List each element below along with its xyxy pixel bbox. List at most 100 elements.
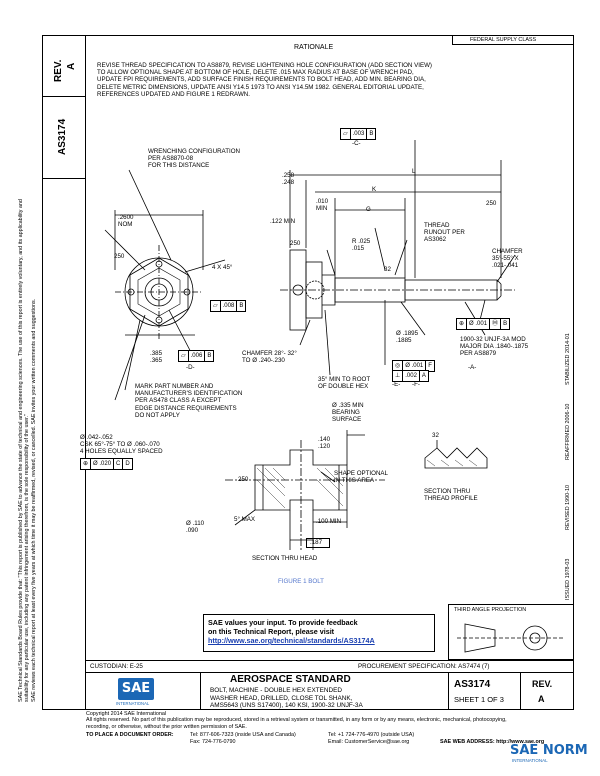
datum-letter: C [354,140,359,147]
figure-caption: FIGURE 1 BOLT [278,578,324,585]
third-angle-label: THIRD ANGLE PROJECTION [454,607,527,613]
feedback-link[interactable]: http://www.sae.org/technical/standards/A… [208,636,375,645]
note-line: IN THIS AREA [334,477,375,485]
radius-note: R .025 .015 [352,238,370,252]
thread-profile [424,447,488,469]
sae-logo-sub: INTERNATIONAL [116,701,150,706]
note-line: 4 HOLES EQUALLY SPACED [80,448,163,456]
note-line: WRENCHING CONFIGURATION [148,148,241,155]
note-line: CHAMFER [492,248,523,255]
note-line: TO Ø .240-.230 [242,357,285,365]
dim-G: G [366,206,371,213]
side-legal-text: SAE Technical Standards Board Rules prov… [18,199,31,702]
revised-stamp: REVISED 1990-10 [565,485,571,530]
dim-line: MIN [316,205,328,213]
feedback-line: on this Technical Report, please visit [208,627,335,636]
rationale-line: REVISE THREAD SPECIFICATION TO AS8879, R… [97,62,432,69]
dim-L: L [412,168,416,175]
title-doc-number: AS3174 [454,679,491,690]
footer-rights: recording, or otherwise, without the pri… [86,723,247,730]
sae-logo: SAE [118,678,154,700]
note-line: CHAMFER 28°- 32° [242,350,297,357]
footer-copyright: Copyright 2014 SAE International [86,711,167,717]
note-line: CSK 65°-75° TO Ø .060-.070 [80,441,160,449]
fcf-symbol: ▱ [211,301,221,311]
supply-class-label: FEDERAL SUPPLY CLASS [470,37,537,43]
holes-note: Ø .042-.052 CSK 65°-75° TO Ø .060-.070 4… [80,434,163,456]
issued-stamp: ISSUED 1978-03 [565,558,571,600]
rationale-line: REFERENCES UPDATED AND FIGURE 1 REDRAWN. [97,90,250,98]
fcf-value: .006 [189,351,206,361]
feedback-text: SAE values your input. To provide feedba… [208,618,375,645]
dim-line: .258 [282,172,295,179]
fcf-datum: B [239,303,244,309]
fcf-value: Ø .001 [467,319,491,329]
fcf-datum: B [369,131,374,137]
shape-note: SHAPE OPTIONAL IN THIS AREA [334,470,388,484]
title-sheet: SHEET 1 OF 3 [454,695,504,704]
note-line: RUNOUT PER [424,229,465,237]
rationale-line: TO ALLOW OPTIONAL SHAPE AT BOTTOM OF HOL… [97,69,414,77]
note-line: MANUFACTURER'S IDENTIFICATION [135,390,243,398]
finish-250c: 250 [238,476,249,483]
datum-letter: F [414,381,418,388]
fcf-symbol: ⊕ [81,459,92,469]
desc-line: AMS5643 (UNS S17400), 140 KSI, 1900-32 U… [210,702,363,710]
note-line: 35° MIN TO ROOT [318,376,371,383]
note-line: PER AS478 CLASS A EXCEPT [135,397,222,405]
fcf-symbol: ▱ [341,129,351,139]
finish-250: 250 [114,253,125,260]
rationale-line: UPDATE FPI REQUIREMENTS, ADD SURFACE FIN… [97,76,426,84]
wrenching-note: WRENCHING CONFIGURATION PER AS8870-08 FO… [148,148,240,170]
fcf-symbol: ▱ [179,351,189,361]
thread-note: 1900-32 UNJF-3A MOD MAJOR DIA .1840-.187… [460,336,528,358]
dim-line: .385 [150,350,163,357]
dim-line: .248 [282,179,295,187]
note-line: PER AS8879 [460,350,497,358]
bearing-note: Ø .335 MIN BEARING SURFACE [332,402,364,424]
third-angle-symbol [457,623,563,653]
dim-258: .258 .248 [282,172,294,186]
note-line: R .025 [352,238,371,245]
footer-fax: Fax: 724-776-0790 [190,739,236,745]
left-doc-divider [42,178,85,179]
fcf-symbol: Ⓜ [490,319,502,329]
note-line: OF DOUBLE HEX [318,383,369,391]
title-rev-label: REV. [532,679,553,689]
note-line: 1900-32 UNJF-3A MOD [460,336,526,343]
note-line: DO NOT APPLY [135,411,180,419]
dim-line: Ø .110 [186,520,205,527]
fcf-value: .003 [351,129,368,139]
dim-385: .385 .365 [150,350,162,364]
thread-runout-note: THREAD RUNOUT PER AS3062 [424,222,465,244]
left-rev-divider [42,96,85,97]
datum-c: -C- [352,140,361,147]
footer: Copyright 2014 SAE International All rig… [86,711,566,730]
fcf-symbol: ⊥ [393,371,404,381]
dia-1895: Ø .1895 .1885 [396,330,418,344]
footer-tel2: Tel: +1 724-776-4970 (outside USA) [328,732,415,738]
dim-187-box [306,538,330,548]
desc-line: WASHER HEAD, DRILLED, CLOSE TOL SHANK, [210,694,353,702]
dim-100: .100 MIN [316,518,342,525]
dim-line: NOM [118,221,133,229]
fcf-value: Ø .001 [403,361,427,371]
feedback-line: SAE values your input. To provide feedba… [208,618,358,627]
rationale-text: REVISE THREAD SPECIFICATION TO AS8879, R… [97,62,537,98]
title-block-divider [85,672,574,673]
fcf-symbol: ⊕ [457,319,468,329]
left-column-border [85,35,86,710]
rationale-title: RATIONALE [294,44,334,51]
number-divider [448,672,449,710]
chamfer-head-note: CHAMFER 28°- 32° TO Ø .240-.230 [242,350,297,364]
dim-122: .122 MIN [270,218,296,225]
dim-140: .140 .120 [318,436,330,450]
title-block-top [85,660,574,661]
finish-250b: 250 [486,200,497,207]
datum-letter: D [188,364,193,371]
note-line: Ø .042-.052 [80,434,113,441]
